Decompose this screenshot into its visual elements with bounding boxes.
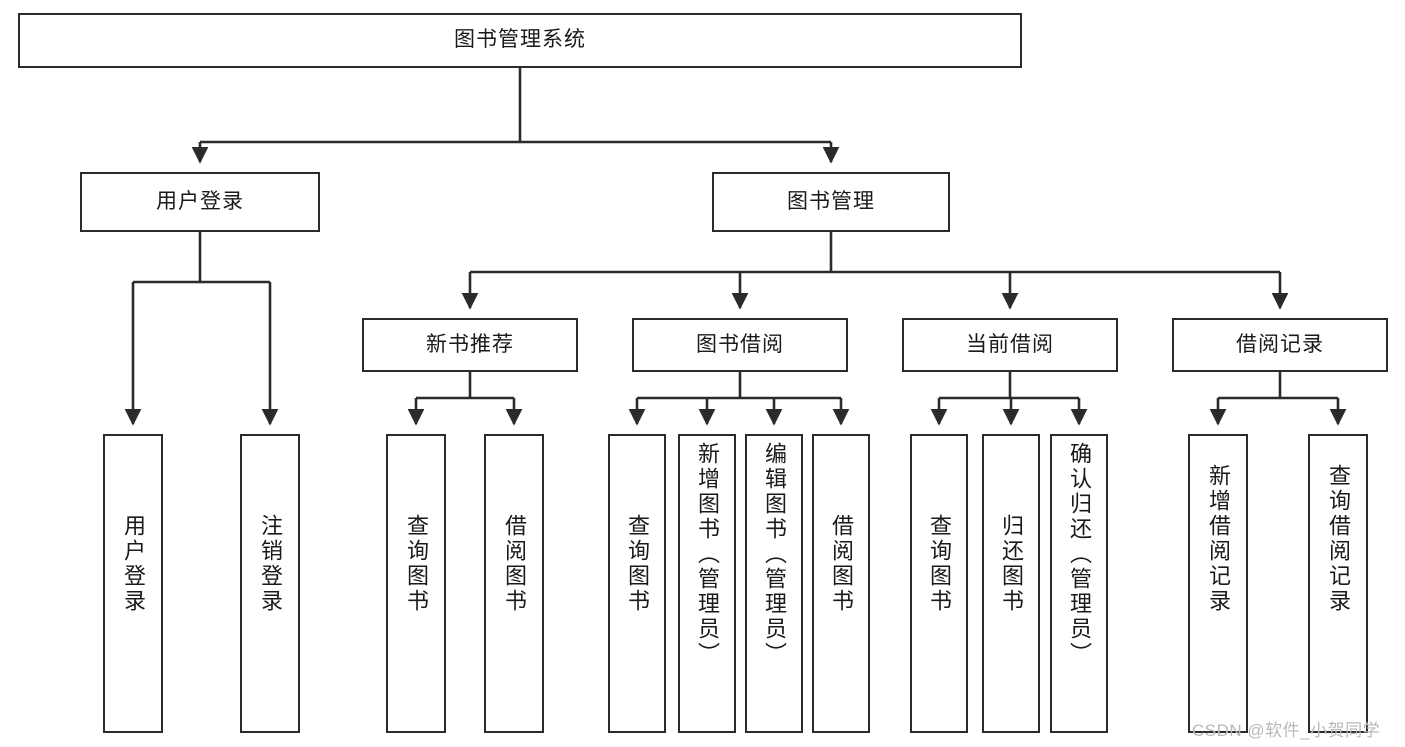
leaf-logout[interactable]: 注销登录 <box>240 434 300 733</box>
leaf-add-book-admin-label: 新增图书（管理员） <box>695 442 720 667</box>
leaf-return-book-label: 归还图书 <box>999 514 1024 614</box>
node-user-login[interactable]: 用户登录 <box>80 172 320 232</box>
leaf-query-books-borrow-label: 查询图书 <box>625 514 650 614</box>
node-current-borrow-label: 当前借阅 <box>966 332 1054 356</box>
leaf-confirm-return-admin-label: 确认归还（管理员） <box>1067 442 1092 667</box>
leaf-return-book[interactable]: 归还图书 <box>982 434 1040 733</box>
leaf-query-books-borrow[interactable]: 查询图书 <box>608 434 666 733</box>
leaf-query-books-current-label: 查询图书 <box>927 514 952 614</box>
node-root[interactable]: 图书管理系统 <box>18 13 1022 68</box>
leaf-edit-book-admin-label: 编辑图书（管理员） <box>762 442 787 667</box>
csdn-watermark: CSDN @软件_小贺同学 <box>1192 721 1381 740</box>
leaf-lend-book-label: 借阅图书 <box>829 514 854 614</box>
node-book-management[interactable]: 图书管理 <box>712 172 950 232</box>
node-user-login-label: 用户登录 <box>156 189 244 213</box>
leaf-query-books-current[interactable]: 查询图书 <box>910 434 968 733</box>
leaf-edit-book-admin[interactable]: 编辑图书（管理员） <box>745 434 803 733</box>
leaf-query-borrow-record-label: 查询借阅记录 <box>1326 464 1351 614</box>
leaf-user-login[interactable]: 用户登录 <box>103 434 163 733</box>
leaf-query-books-recommend-label: 查询图书 <box>404 514 429 614</box>
node-borrow-records-label: 借阅记录 <box>1236 332 1324 356</box>
leaf-logout-label: 注销登录 <box>258 514 283 614</box>
node-new-book-recommend-label: 新书推荐 <box>426 332 514 356</box>
leaf-query-books-recommend[interactable]: 查询图书 <box>386 434 446 733</box>
node-book-management-label: 图书管理 <box>787 189 875 213</box>
leaf-query-borrow-record[interactable]: 查询借阅记录 <box>1308 434 1368 733</box>
node-current-borrow[interactable]: 当前借阅 <box>902 318 1118 372</box>
leaf-add-book-admin[interactable]: 新增图书（管理员） <box>678 434 736 733</box>
node-book-borrow-label: 图书借阅 <box>696 332 784 356</box>
leaf-lend-book[interactable]: 借阅图书 <box>812 434 870 733</box>
leaf-user-login-label: 用户登录 <box>121 514 146 614</box>
leaf-borrow-books-recommend-label: 借阅图书 <box>502 514 527 614</box>
leaf-add-borrow-record[interactable]: 新增借阅记录 <box>1188 434 1248 733</box>
leaf-borrow-books-recommend[interactable]: 借阅图书 <box>484 434 544 733</box>
node-new-book-recommend[interactable]: 新书推荐 <box>362 318 578 372</box>
node-borrow-records[interactable]: 借阅记录 <box>1172 318 1388 372</box>
node-root-label: 图书管理系统 <box>454 28 586 52</box>
node-book-borrow[interactable]: 图书借阅 <box>632 318 848 372</box>
leaf-add-borrow-record-label: 新增借阅记录 <box>1206 464 1231 614</box>
leaf-confirm-return-admin[interactable]: 确认归还（管理员） <box>1050 434 1108 733</box>
